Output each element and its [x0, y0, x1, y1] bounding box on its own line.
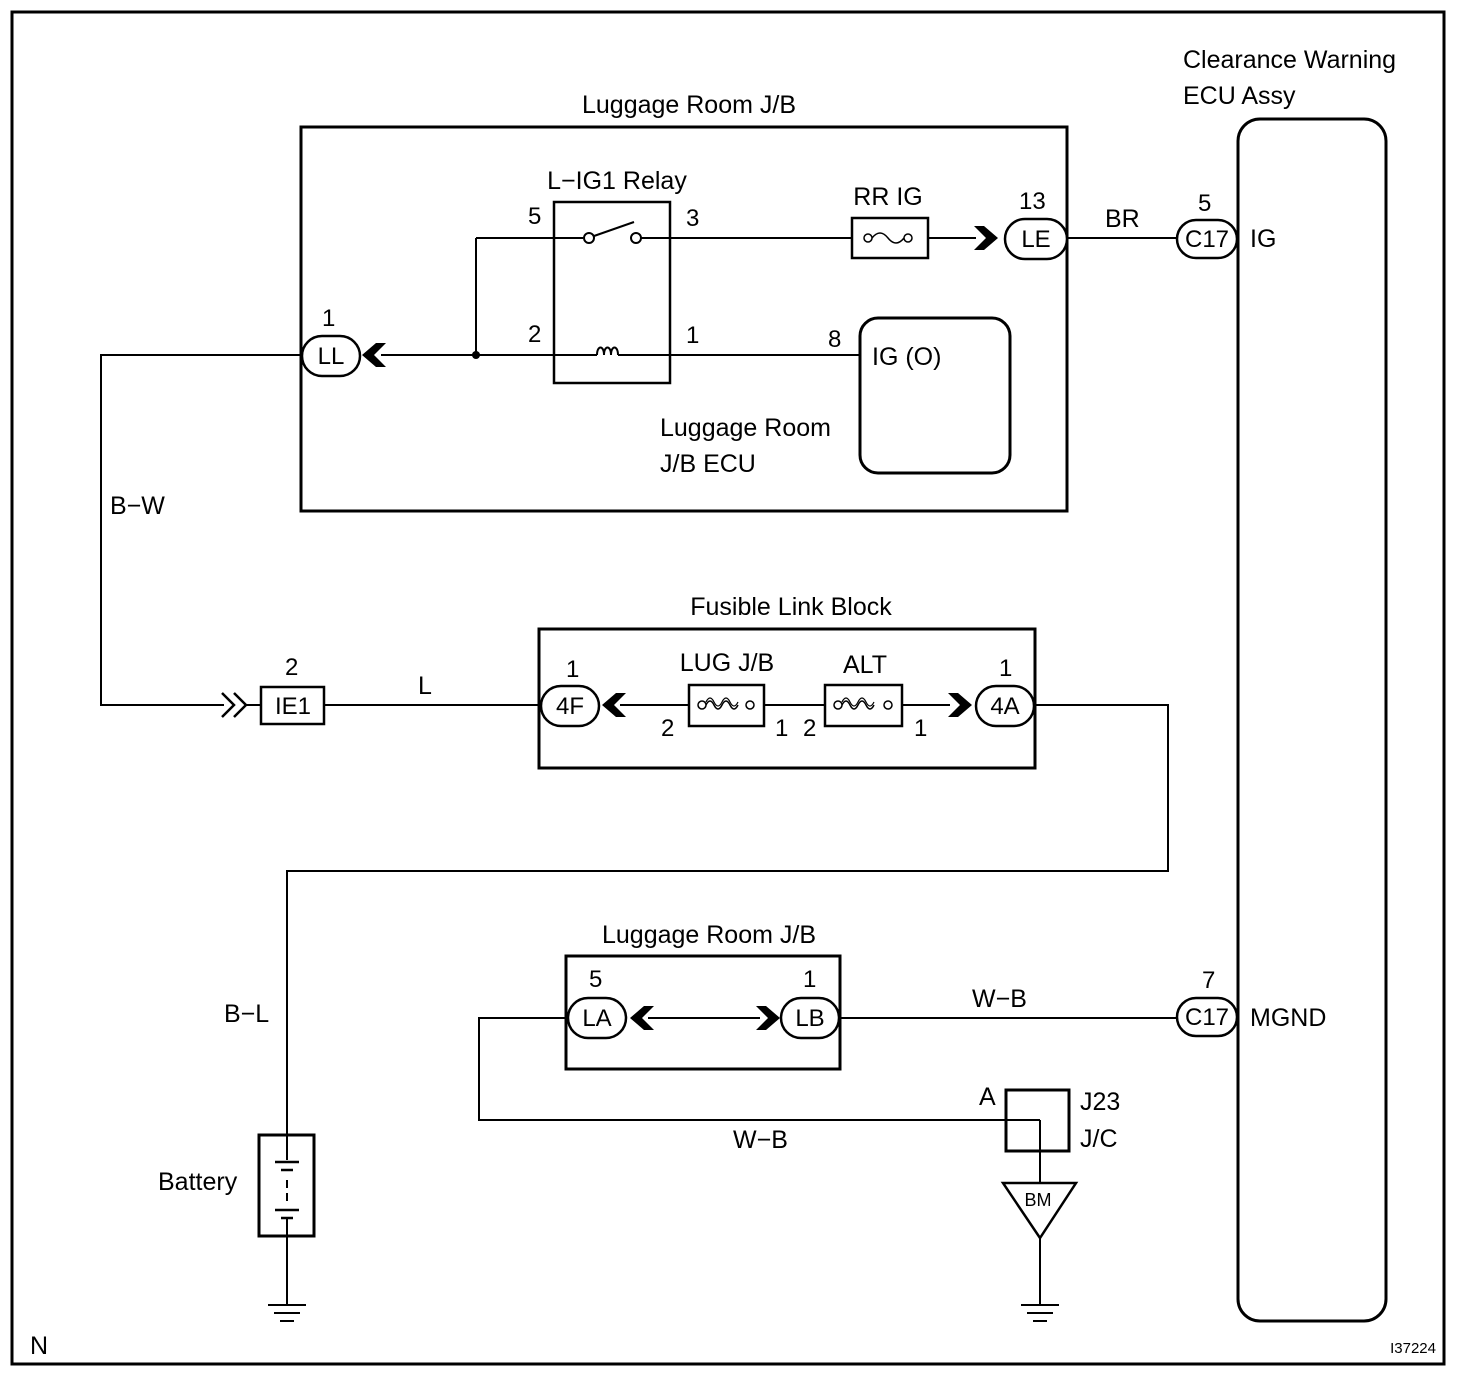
outer-frame: [10, 10, 1446, 1366]
4a-pin: 1: [999, 655, 1012, 682]
jb-top-box: [299, 125, 1069, 513]
junction-dot: [472, 351, 480, 359]
wire-bl-label: B−L: [224, 1000, 269, 1028]
lug-jb-pin-left: 2: [661, 715, 674, 742]
jb-top-title: Luggage Room J/B: [582, 91, 796, 119]
junction-ground-icon: [1020, 1304, 1060, 1322]
alt-pin-left: 2: [803, 715, 816, 742]
jb-bottom-box: [564, 954, 842, 1071]
relay-pin-2: 2: [528, 321, 541, 348]
4f-pin: 1: [566, 656, 579, 683]
lb-connector-label: LB: [795, 1005, 824, 1032]
ecu-ig-pin: 5: [1198, 190, 1211, 217]
ecu-mgnd-connector-label: C17: [1185, 1004, 1229, 1031]
fusible-box: [537, 627, 1037, 770]
la-pin: 5: [589, 966, 602, 993]
4f-connector-label: 4F: [556, 693, 584, 720]
ecu-ig-label: IG: [1250, 225, 1276, 253]
ie1-connector-label: IE1: [275, 693, 311, 720]
4a-arrow-icon: [948, 693, 972, 717]
ll-connector-label: LL: [318, 343, 345, 370]
relay-contact-left: [583, 232, 595, 244]
le-pin: 13: [1019, 188, 1046, 215]
jb-ecu-port-label: IG (O): [872, 343, 941, 371]
battery: Battery: [158, 1133, 316, 1322]
ie1-double-arrow-icon: [221, 692, 248, 718]
battery-ground-icon: [267, 1304, 307, 1322]
relay-coil-icon: [596, 346, 619, 356]
relay-title: L−IG1 Relay: [547, 167, 687, 195]
rr-ig-label: RR IG: [853, 183, 922, 211]
le-arrow-icon: [974, 226, 998, 250]
fusible-link-block: Fusible Link Block 1 4F LUG J/B 2 1 ALT …: [537, 593, 1037, 770]
lb-pin: 1: [803, 966, 816, 993]
relay-switch-arm: [593, 221, 635, 237]
wire-l-label: L: [418, 672, 432, 700]
wire-wb-top-label: W−B: [972, 985, 1027, 1013]
jb-ecu-box: [858, 316, 1012, 475]
jb-ecu-name-line2: J/B ECU: [660, 450, 756, 478]
luggage-room-jb-bottom: Luggage Room J/B 5 LA 1 LB: [564, 921, 842, 1071]
relay-pin-1: 1: [686, 322, 699, 349]
relay-pin-5: 5: [528, 203, 541, 230]
wire-wb-bottom-label: W−B: [733, 1126, 788, 1154]
4f-connector: [539, 684, 601, 728]
wire-bw-label: B−W: [110, 492, 165, 520]
ecu-body: [1236, 117, 1388, 1323]
ll-pin: 1: [322, 305, 335, 332]
relay-contact-right: [630, 232, 642, 244]
alt-link-element-icon: [841, 700, 875, 710]
la-connector-label: LA: [582, 1005, 611, 1032]
j23-junction: A J23 J/C BM: [979, 1083, 1120, 1322]
j23-name-line1: J23: [1080, 1088, 1120, 1116]
figure-id-label: I37224: [1390, 1340, 1436, 1357]
fusible-title: Fusible Link Block: [690, 593, 892, 621]
wire-br-label: BR: [1105, 205, 1140, 233]
jb-ecu-name-line1: Luggage Room: [660, 414, 831, 442]
lug-link-element-icon: [705, 700, 739, 710]
le-connector-label: LE: [1021, 226, 1050, 253]
j23-box: [1004, 1088, 1071, 1153]
bm-label: BM: [1025, 1190, 1052, 1210]
j23-name-line2: J/C: [1080, 1125, 1118, 1153]
lug-jb-pin-right: 1: [775, 715, 788, 742]
alt-label: ALT: [843, 651, 887, 679]
ie1-connector-group: 2 IE1: [221, 654, 326, 726]
ie1-pin: 2: [285, 654, 298, 681]
jb-bottom-title: Luggage Room J/B: [602, 921, 816, 949]
battery-label: Battery: [158, 1168, 238, 1196]
ecu-mgnd-label: MGND: [1250, 1004, 1326, 1032]
relay-box: [552, 200, 672, 385]
bm-ground-point-icon: [1000, 1181, 1079, 1241]
j23-pin: A: [979, 1083, 996, 1111]
ecu-mgnd-pin: 7: [1202, 967, 1215, 994]
lug-jb-label: LUG J/B: [680, 649, 774, 677]
ecu-title-line2: ECU Assy: [1183, 82, 1296, 110]
ie1-connector: [259, 685, 326, 726]
clearance-warning-ecu: Clearance Warning ECU Assy 5 C17 IG 7 C1…: [1175, 46, 1396, 1323]
ecu-ig-connector-label: C17: [1185, 226, 1229, 253]
relay-pin-3: 3: [686, 205, 699, 232]
luggage-room-jb-top: Luggage Room J/B L−IG1 Relay 5 3 2 1 RR …: [299, 91, 1069, 513]
ecu-ig-o-pin: 8: [828, 326, 841, 353]
ecu-title-line1: Clearance Warning: [1183, 46, 1396, 74]
alt-pin-right: 1: [914, 715, 927, 742]
corner-left-label: N: [30, 1332, 48, 1360]
fuse-element-icon: [871, 232, 905, 244]
4a-connector-label: 4A: [990, 693, 1019, 720]
